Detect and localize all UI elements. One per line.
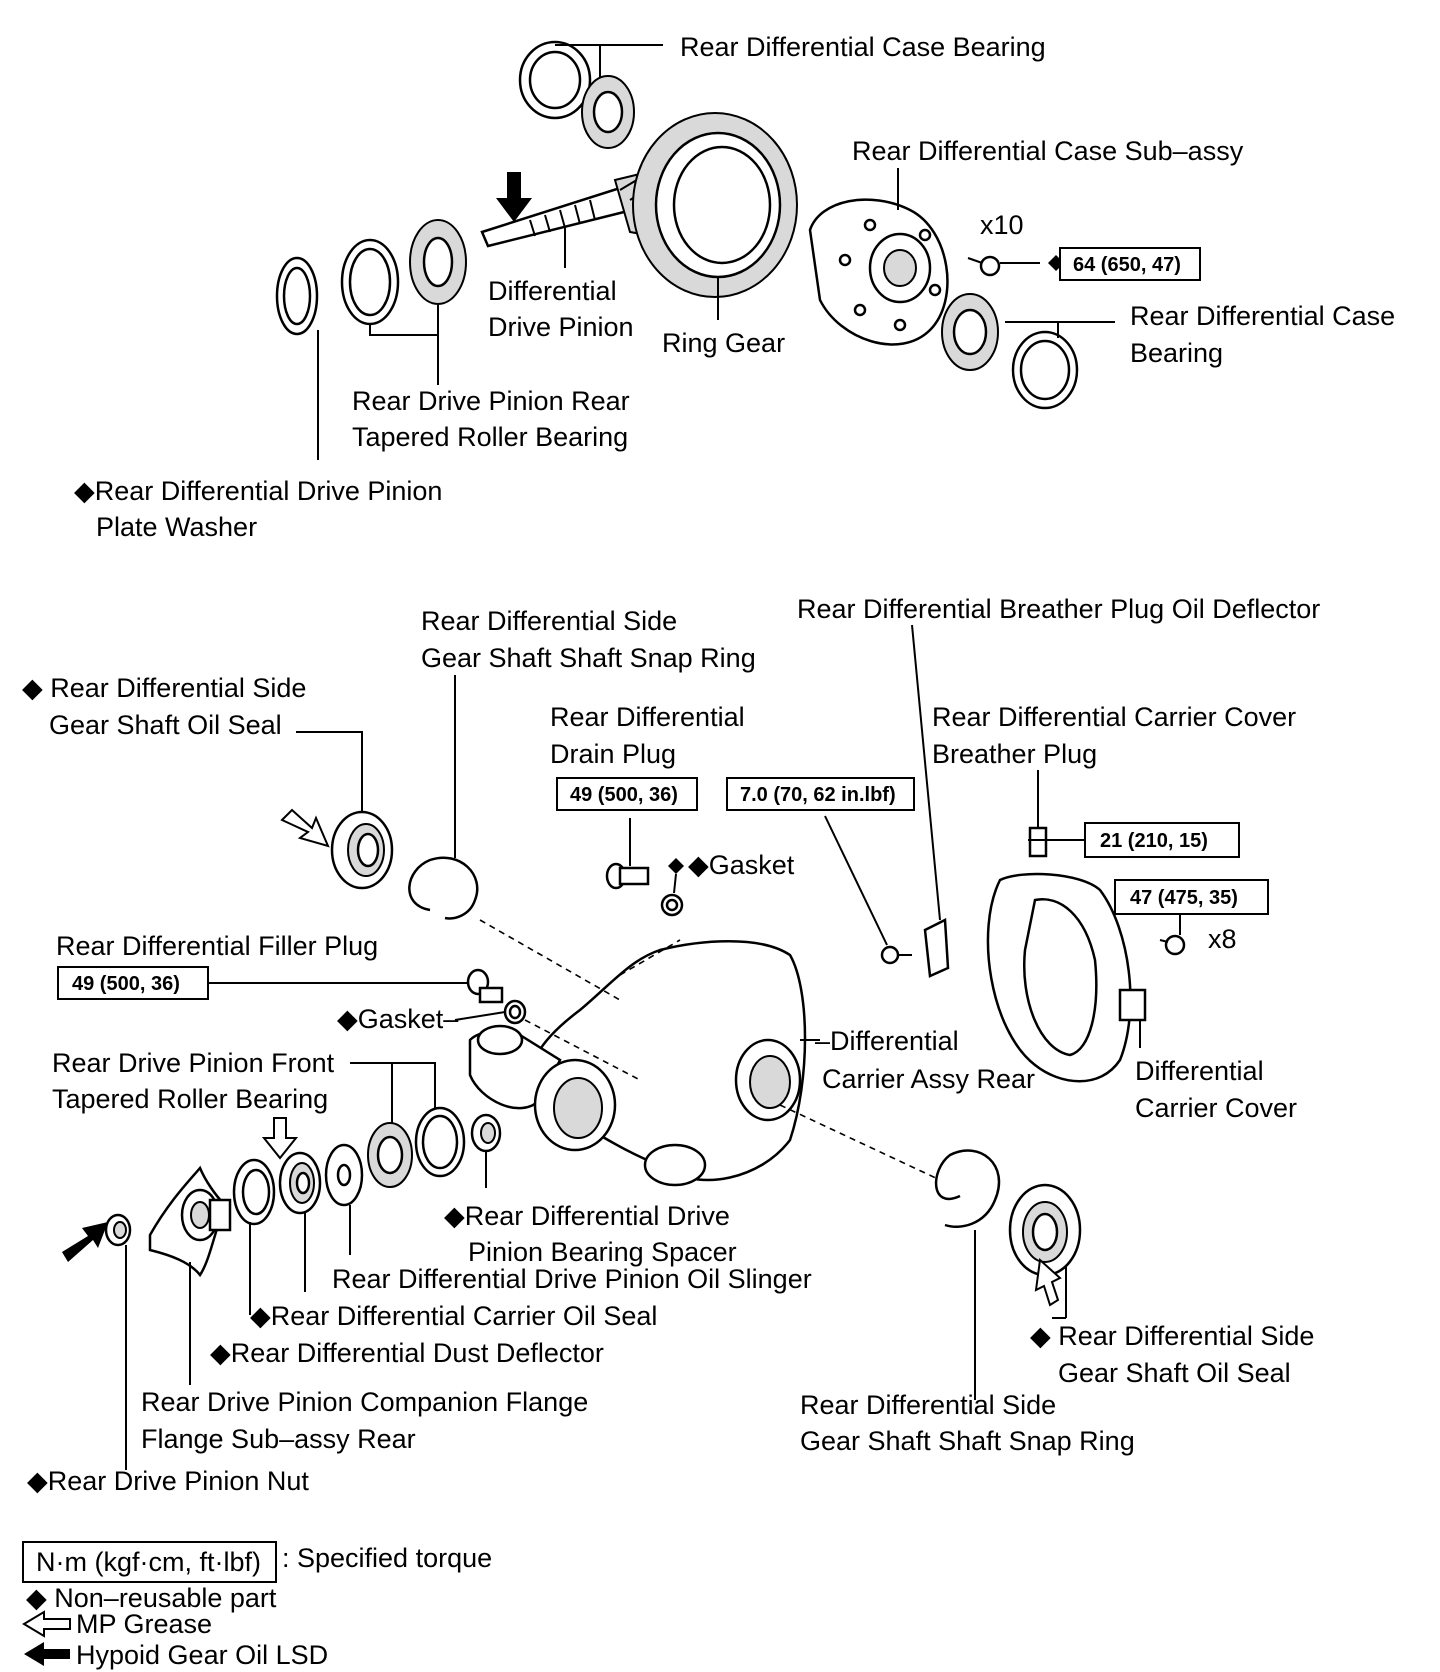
breather-plug-part	[1028, 826, 1048, 858]
torque-box-drain	[556, 777, 698, 811]
label-diff-drive-pinion-1: Differential	[488, 276, 617, 306]
torque-box-cover	[1114, 879, 1269, 915]
label-carrier-assy-1: –Differential	[815, 1026, 959, 1056]
label-snap-ring-top-1: Rear Differential Side	[421, 606, 677, 636]
label-snap-ring-bottom-1: Rear Differential Side	[800, 1390, 1056, 1420]
bearing-spacer-part	[470, 1113, 502, 1153]
label-oil-slinger: Rear Differential Drive Pinion Oil Sling…	[332, 1264, 812, 1294]
pinion-nut-part	[104, 1213, 132, 1247]
label-breather-deflector: Rear Differential Breather Plug Oil Defl…	[797, 594, 1320, 624]
oil-seal-left-part	[330, 810, 394, 890]
snap-ring-top-part	[408, 856, 479, 920]
torque-drain-plug: 49 (500, 36)	[570, 784, 678, 806]
torque-box-breather	[1084, 822, 1240, 858]
label-plate-washer-2: Plate Washer	[96, 512, 257, 542]
drain-plug-part	[605, 862, 684, 917]
legend-mp-grease: MP Grease	[76, 1609, 212, 1639]
label-pinion-nut: ◆Rear Drive Pinion Nut	[27, 1466, 309, 1496]
label-front-tapered-2: Tapered Roller Bearing	[52, 1084, 328, 1114]
legend-unit: N·m (kgf·cm, ft·lbf)	[36, 1547, 261, 1577]
legend: N·m (kgf·cm, ft·lbf) : Specified torque …	[22, 1541, 492, 1670]
filler-plug-part	[466, 968, 527, 1025]
label-diff-drive-pinion-2: Drive Pinion	[488, 312, 634, 342]
torque-filler-plug: 49 (500, 36)	[72, 973, 180, 995]
label-companion-flange-2: Flange Sub–assy Rear	[141, 1424, 416, 1454]
label-case-sub-assy: Rear Differential Case Sub–assy	[852, 136, 1244, 166]
label-carrier-oil-seal: ◆Rear Differential Carrier Oil Seal	[250, 1301, 657, 1331]
carrier-oil-seal-part	[278, 1151, 322, 1215]
carrier-cover-part	[986, 872, 1147, 1083]
legend-non-reusable: ◆ Non–reusable part	[26, 1583, 277, 1613]
label-bearing-spacer-2: Pinion Bearing Spacer	[468, 1237, 737, 1267]
oil-seal-right-part	[1008, 1183, 1082, 1277]
rear-tapered-bearing-part	[275, 219, 467, 336]
label-rear-tapered-2: Tapered Roller Bearing	[352, 422, 628, 452]
label-front-tapered-1: Rear Drive Pinion Front	[52, 1048, 335, 1078]
torque-deflector-bolt: 7.0 (70, 62 in.lbf)	[740, 784, 896, 806]
torque-box-filler	[57, 966, 209, 1000]
torque-cover-bolts: 47 (475, 35)	[1130, 887, 1238, 909]
label-bearing-spacer-1: ◆Rear Differential Drive	[444, 1201, 730, 1231]
cover-bolt-part	[1159, 934, 1186, 956]
label-gasket-1: ◆Gasket	[688, 850, 795, 880]
oil-slinger-part	[324, 1143, 364, 1207]
snap-ring-bottom-part	[934, 1149, 1001, 1228]
label-gasket-2: ◆Gasket–	[337, 1004, 458, 1034]
companion-flange-part	[148, 1165, 232, 1278]
case-bolt-part	[967, 255, 1001, 277]
solid-arrow-icon	[496, 172, 532, 222]
solid-arrow-icon	[24, 1642, 70, 1666]
label-oil-seal-left-1: ◆ Rear Differential Side	[22, 673, 306, 703]
label-snap-ring-top-2: Gear Shaft Shaft Snap Ring	[421, 643, 756, 673]
label-plate-washer-1: ◆Rear Differential Drive Pinion	[74, 476, 442, 506]
legend-unit-box	[22, 1541, 277, 1583]
case-bearing-right-part	[941, 293, 1079, 410]
outline-arrow-icon	[280, 808, 330, 848]
label-breather-plug-1: Rear Differential Carrier Cover	[932, 702, 1296, 732]
label-x8: x8	[1208, 924, 1237, 954]
label-dust-deflector: ◆Rear Differential Dust Deflector	[210, 1338, 604, 1368]
label-breather-plug-2: Breather Plug	[932, 739, 1097, 769]
case-bearing-top-part	[518, 40, 635, 149]
outline-arrow-icon	[1034, 1257, 1062, 1307]
label-snap-ring-bottom-2: Gear Shaft Shaft Snap Ring	[800, 1426, 1135, 1456]
solid-arrow-icon	[62, 1222, 108, 1262]
diamond-icon	[668, 858, 684, 874]
label-companion-flange-1: Rear Drive Pinion Companion Flange	[141, 1387, 588, 1417]
carrier-assy-part	[468, 940, 807, 1187]
legend-specified: : Specified torque	[282, 1543, 492, 1573]
torque-box-deflector	[726, 777, 915, 811]
torque-breather-plug: 21 (210, 15)	[1100, 830, 1208, 852]
outline-arrow-icon	[261, 1117, 299, 1160]
label-filler-plug: Rear Differential Filler Plug	[56, 931, 378, 961]
label-drain-plug-2: Drain Plug	[550, 739, 676, 769]
front-tapered-bearing-part	[367, 1106, 466, 1188]
label-oil-seal-right-1: ◆ Rear Differential Side	[1030, 1321, 1314, 1351]
breather-deflector-part	[880, 918, 950, 978]
legend-hypoid: Hypoid Gear Oil LSD	[76, 1640, 328, 1670]
label-oil-seal-right-2: Gear Shaft Oil Seal	[1058, 1358, 1291, 1388]
outline-arrow-icon	[22, 1610, 71, 1638]
label-carrier-cover-1: Differential	[1135, 1056, 1264, 1086]
torque-box-case-bolts	[1059, 247, 1201, 281]
label-ring-gear: Ring Gear	[662, 328, 785, 358]
label-case-bearing-right-2: Bearing	[1130, 338, 1223, 368]
dust-deflector-part	[232, 1158, 276, 1226]
label-carrier-cover-2: Carrier Cover	[1135, 1093, 1297, 1123]
label-carrier-assy-2: Carrier Assy Rear	[822, 1064, 1035, 1094]
diff-case-part	[808, 198, 949, 346]
torque-case-bolts: 64 (650, 47)	[1073, 254, 1181, 276]
ring-gear-part	[632, 112, 798, 298]
label-drain-plug-1: Rear Differential	[550, 702, 745, 732]
label-rear-tapered-1: Rear Drive Pinion Rear	[352, 386, 630, 416]
label-case-bearing-right-1: Rear Differential Case	[1130, 301, 1395, 331]
label-oil-seal-left-2: Gear Shaft Oil Seal	[49, 710, 282, 740]
label-case-bearing-top: Rear Differential Case Bearing	[680, 32, 1046, 62]
label-x10: x10	[980, 210, 1024, 240]
